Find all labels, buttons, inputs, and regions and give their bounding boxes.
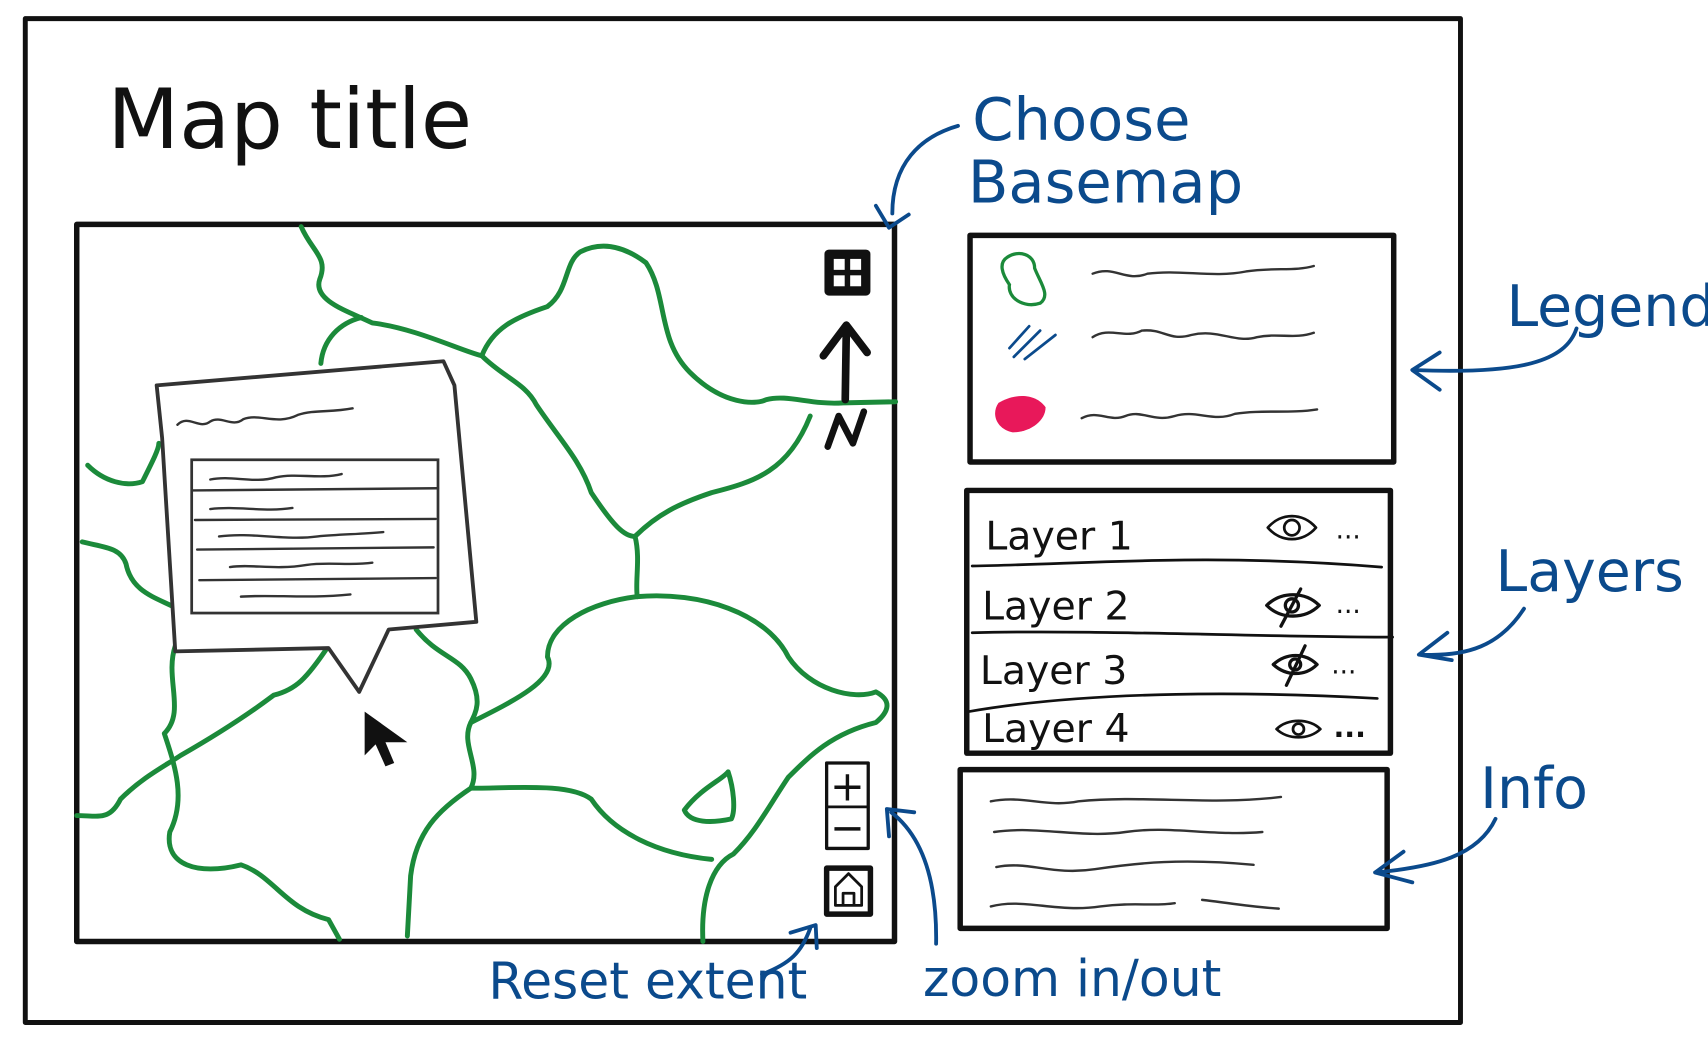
layer-menu-button[interactable]: ... [1333, 711, 1365, 744]
svg-text:Choose: Choose [972, 85, 1190, 154]
svg-text:Reset extent: Reset extent [488, 951, 807, 1010]
legend-symbol-green-outline [1000, 251, 1047, 307]
home-icon [834, 872, 864, 907]
svg-text:−: − [830, 803, 865, 852]
page-frame [22, 16, 1463, 1025]
svg-text:Layer 1: Layer 1 [985, 514, 1132, 560]
zoom-in-button[interactable]: + [827, 761, 869, 810]
svg-text:Layer 4: Layer 4 [982, 706, 1129, 752]
map-popup[interactable] [154, 359, 479, 694]
layer-menu-button[interactable]: ... [1336, 516, 1361, 546]
svg-text:Legend: Legend [1506, 274, 1708, 340]
zoom-controls: + − [824, 761, 870, 852]
annotation-zoom-in-out: zoom in/out [884, 807, 1221, 1008]
svg-text:Info: Info [1480, 756, 1588, 822]
layer-row[interactable]: Layer 2 ... [982, 584, 1361, 630]
layer-row[interactable]: Layer 1 ... [985, 514, 1360, 560]
basemap-grid-icon [832, 257, 863, 288]
legend-label [1091, 264, 1315, 278]
legend-panel [967, 232, 1397, 465]
legend-label [1091, 329, 1315, 340]
info-text [989, 795, 1283, 910]
eye-visible-icon[interactable] [1266, 514, 1318, 541]
svg-text:+: + [830, 761, 865, 810]
annotation-choose-basemap: Choose Basemap [873, 85, 1243, 230]
layer-menu-button[interactable]: ... [1336, 590, 1361, 620]
reset-extent-button[interactable] [823, 865, 874, 917]
annotation-layers: Layers [1416, 539, 1684, 663]
info-panel [957, 766, 1390, 932]
layer-menu-button[interactable]: ... [1331, 650, 1356, 680]
eye-hidden-icon[interactable] [1271, 644, 1319, 687]
basemap-button[interactable] [824, 249, 871, 296]
annotation-info: Info [1373, 756, 1588, 885]
map-view[interactable]: N + − [0, 0, 899, 945]
layer-row[interactable]: Layer 4 ... [982, 706, 1366, 752]
eye-hidden-icon[interactable] [1265, 587, 1321, 628]
legend-symbol-pink-fill [995, 396, 1046, 433]
popup-table [190, 458, 440, 615]
svg-text:N: N [0, 0, 1, 1]
legend-symbol-hatch [1008, 324, 1057, 361]
layer-row[interactable]: Layer 3 ... [980, 644, 1356, 694]
cursor-arrow-icon [364, 711, 408, 767]
svg-text:zoom in/out: zoom in/out [923, 949, 1221, 1008]
layers-panel: Layer 1 ... Layer 2 ... Layer 3 ... Laye… [964, 487, 1394, 756]
north-arrow-icon: N [0, 0, 871, 450]
legend-label [1080, 408, 1319, 420]
zoom-out-button[interactable]: − [827, 803, 869, 852]
svg-text:Layer 2: Layer 2 [982, 584, 1129, 630]
annotation-legend: Legend [1410, 274, 1708, 392]
svg-text:Layers: Layers [1496, 539, 1684, 605]
river-network [74, 224, 899, 944]
eye-visible-icon[interactable] [1275, 719, 1322, 739]
annotation-reset-extent: Reset extent [488, 923, 819, 1010]
svg-text:Layer 3: Layer 3 [980, 648, 1127, 694]
svg-text:Basemap: Basemap [968, 148, 1243, 217]
page-title: Map title [107, 71, 472, 168]
